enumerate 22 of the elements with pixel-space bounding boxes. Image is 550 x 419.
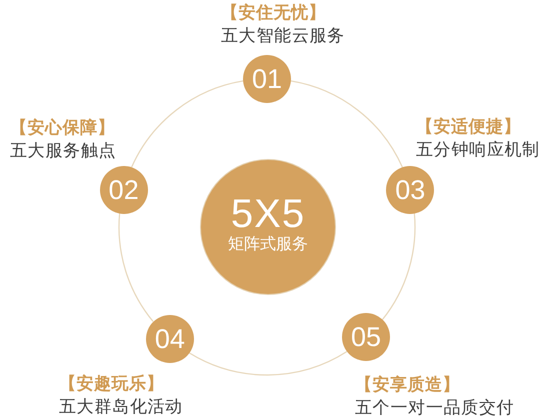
title-text: 5X5: [230, 193, 306, 235]
heading-text: 【安适便捷】: [416, 116, 521, 138]
heading-text: 【安住无忧】: [221, 2, 326, 24]
connector-arc: [290, 80, 403, 168]
step-number: 04: [154, 324, 185, 354]
connector-arc: [118, 214, 154, 322]
step-number: 03: [395, 174, 426, 205]
heading-text: 【安趣玩乐】: [59, 372, 164, 395]
connector-arc: [188, 351, 348, 376]
description-text: 五大服务触点: [10, 140, 116, 162]
step-number: 01: [252, 64, 282, 94]
heading-text: 【安心保障】: [10, 117, 115, 139]
description-text: 五分钟响应机制: [416, 139, 540, 161]
connector-arc: [382, 214, 416, 320]
description-text: 五大智能云服务: [221, 25, 345, 47]
subtitle-text: 矩阵式服务: [228, 235, 308, 255]
description-text: 五个一对一品质交付: [354, 396, 514, 419]
step-number: 02: [108, 174, 139, 205]
heading-text: 【安享质造】: [354, 374, 460, 396]
step-number: 05: [351, 322, 382, 352]
connector-arc: [131, 80, 244, 168]
description-text: 五大群岛化活动: [59, 396, 183, 418]
